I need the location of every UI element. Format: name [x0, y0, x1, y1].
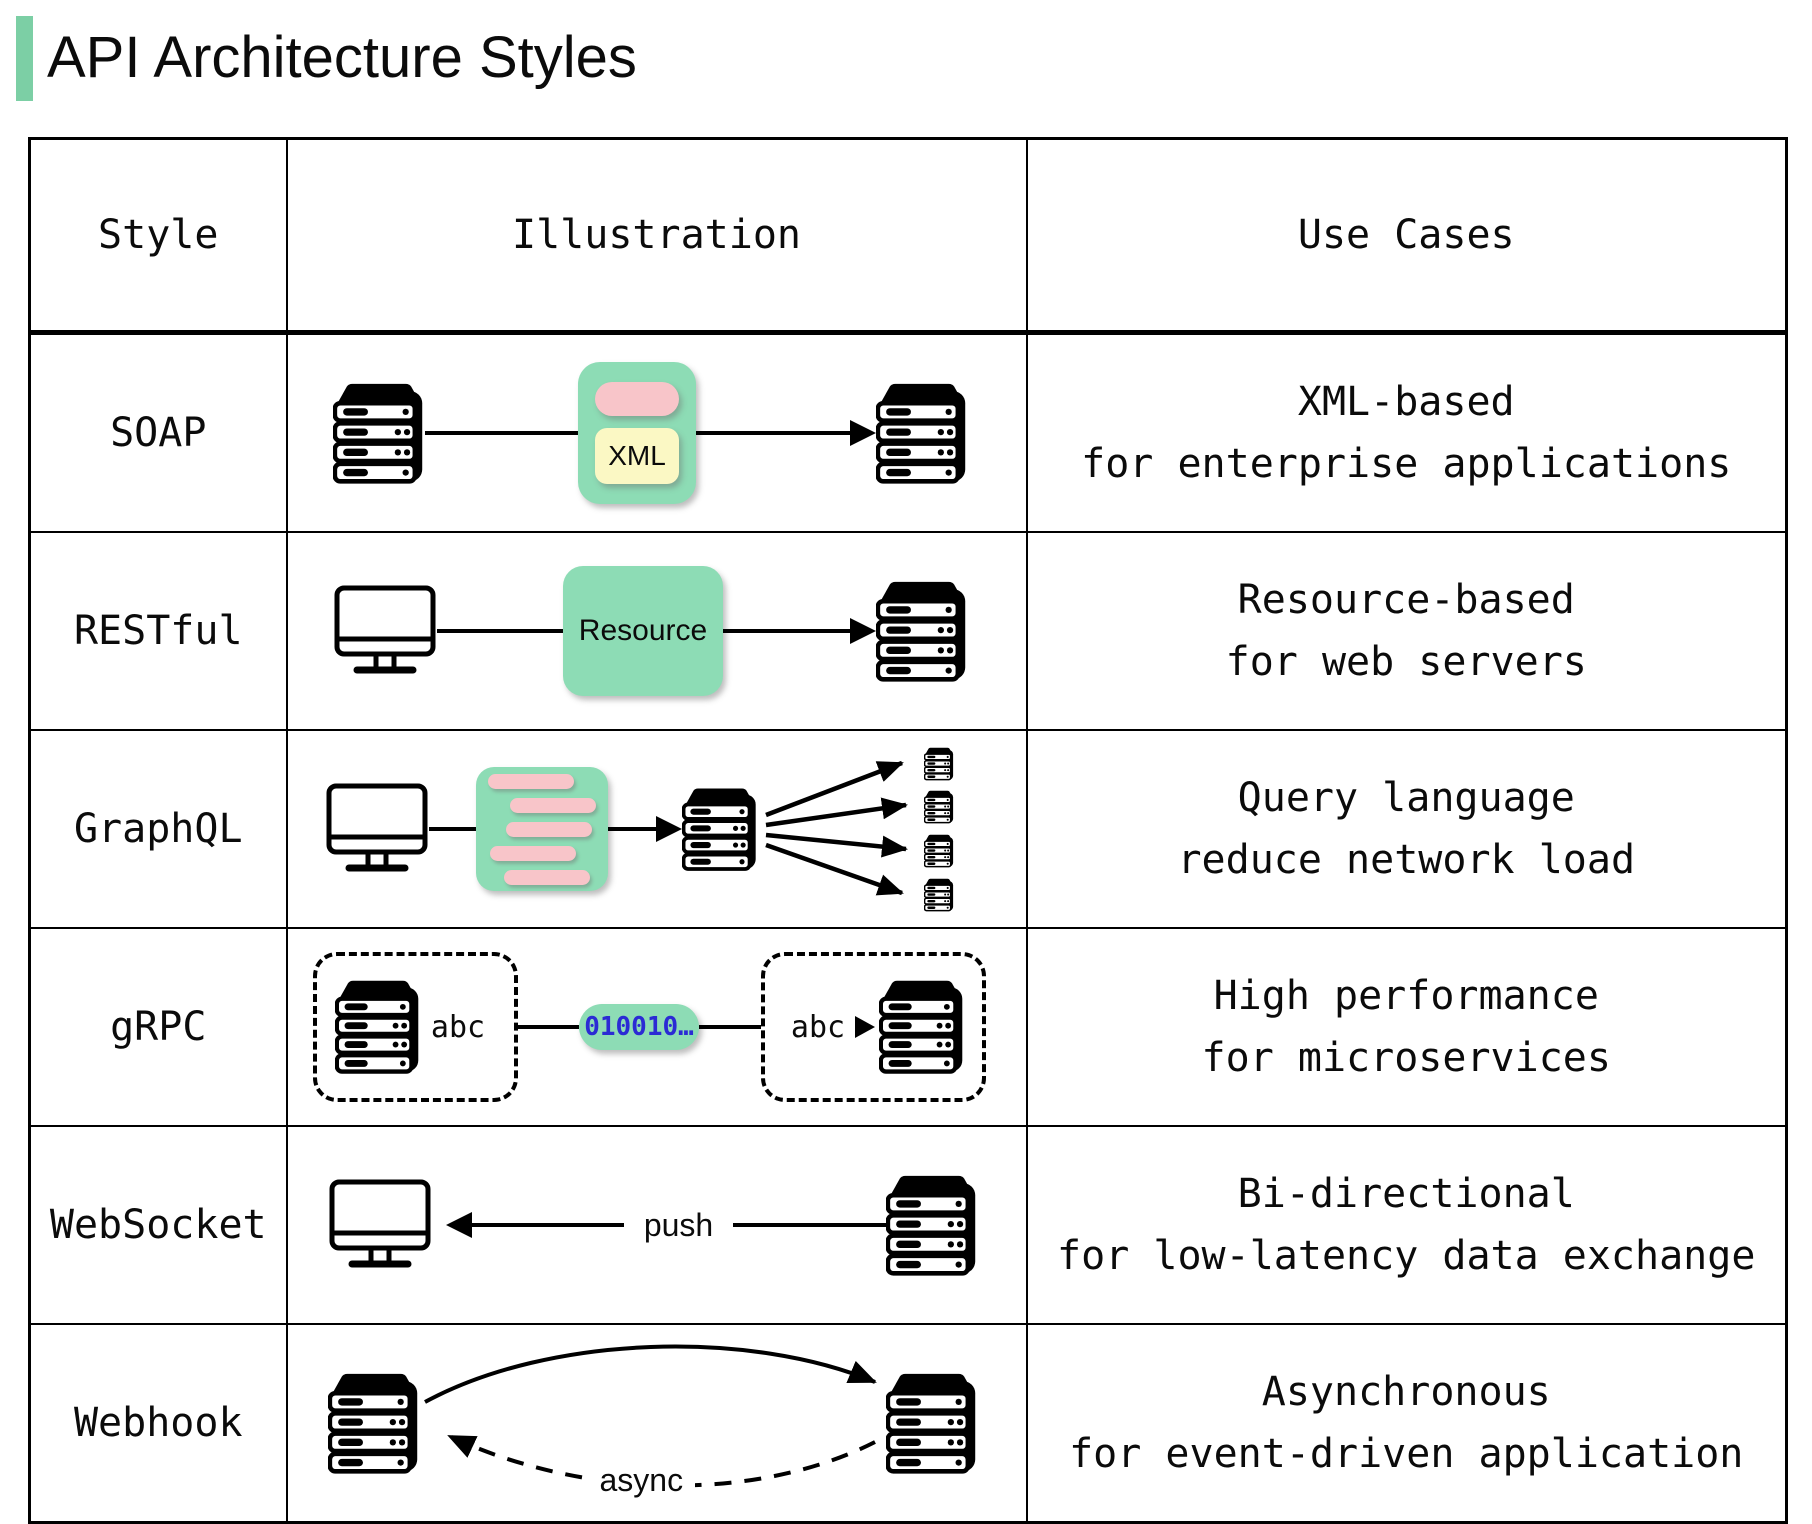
use-case-text: reduce network load	[1177, 837, 1636, 883]
plaintext-label: abc	[790, 1009, 846, 1045]
header-row: Style Illustration Use Cases	[28, 137, 1788, 335]
table-row-webhook: Webhook async	[28, 1323, 1788, 1524]
use-case-text: for low-latency data exchange	[1057, 1233, 1756, 1279]
column-header-style: Style	[28, 137, 288, 335]
request-curve	[423, 1344, 877, 1404]
server-icon	[335, 979, 421, 1075]
style-label-graphql: GraphQL	[28, 729, 288, 929]
use-case-text: High performance	[1213, 973, 1599, 1019]
use-case-text: Resource-based	[1237, 577, 1575, 623]
use-case-text: Asynchronous	[1261, 1369, 1551, 1415]
page-header: API Architecture Styles	[0, 0, 1812, 120]
use-case-cell-websocket: Bi-directional for low-latency data exch…	[1025, 1125, 1788, 1325]
server-icon	[333, 382, 425, 485]
server-small-icon	[923, 834, 954, 868]
monitor-icon	[333, 584, 437, 678]
plaintext-label: abc	[430, 1009, 486, 1045]
arrow-right-icon	[655, 816, 682, 842]
binary-message-pill: 010010…	[579, 1004, 699, 1050]
fan-out-arrows	[764, 747, 954, 912]
use-case-cell-restful: Resource-based for web servers	[1025, 531, 1788, 731]
use-case-text: XML-based	[1297, 379, 1515, 425]
use-case-cell-graphql: Query language reduce network load	[1025, 729, 1788, 929]
api-styles-table: Style Illustration Use Cases SOAP XML	[28, 137, 1788, 1524]
server-icon	[886, 1372, 978, 1475]
server-icon	[682, 787, 758, 872]
table-row-grpc: gRPC abc 010010… abc	[28, 927, 1788, 1127]
query-line-pill	[506, 821, 592, 837]
resource-box: Resource	[563, 566, 723, 696]
use-case-cell-grpc: High performance for microservices	[1025, 927, 1788, 1127]
server-small-icon	[923, 878, 954, 912]
style-label-soap: SOAP	[28, 331, 288, 533]
illustration-cell-restful: Resource	[285, 531, 1028, 731]
webhook-curved-arrows	[423, 1344, 877, 1488]
arrow-left-icon	[445, 1212, 472, 1238]
query-line-pill	[510, 797, 596, 813]
use-case-cell-webhook: Asynchronous for event-driven applicatio…	[1025, 1323, 1788, 1524]
soap-header-pill	[595, 382, 679, 416]
server-small-icon	[923, 747, 954, 781]
arrow-right-icon	[855, 1016, 876, 1038]
server-icon	[886, 1174, 978, 1277]
connector-line	[733, 1223, 886, 1227]
table-row-websocket: WebSocket push Bi-directional for low-la…	[28, 1125, 1788, 1325]
title-accent-bar	[16, 16, 33, 101]
query-document-box	[476, 767, 608, 891]
illustration-cell-soap: XML	[285, 331, 1028, 533]
soap-message-box: XML	[578, 362, 696, 504]
server-icon	[879, 979, 965, 1075]
monitor-icon	[328, 1178, 432, 1272]
server-icon	[876, 382, 968, 485]
style-label-websocket: WebSocket	[28, 1125, 288, 1325]
column-header-use-cases: Use Cases	[1025, 137, 1788, 335]
illustration-cell-graphql	[285, 729, 1028, 929]
connector-line	[424, 431, 578, 435]
connector-line	[723, 629, 850, 633]
connector-line	[428, 827, 476, 831]
illustration-cell-websocket: push	[285, 1125, 1028, 1325]
use-case-text: for enterprise applications	[1081, 441, 1732, 487]
async-label: async	[587, 1462, 696, 1499]
illustration-cell-grpc: abc 010010… abc	[285, 927, 1028, 1127]
style-label-restful: RESTful	[28, 531, 288, 731]
server-icon	[328, 1372, 420, 1475]
connector-line	[471, 1223, 624, 1227]
arrow-right-icon	[849, 618, 876, 644]
use-case-text: for web servers	[1225, 639, 1587, 685]
column-header-illustration: Illustration	[285, 137, 1028, 335]
query-line-pill	[490, 845, 576, 861]
table-row-soap: SOAP XML XML-based for enterprise applic…	[28, 331, 1788, 533]
query-line-pill	[488, 773, 574, 789]
illustration-cell-webhook: async	[285, 1323, 1028, 1524]
server-small-icon	[923, 790, 954, 824]
use-case-cell-soap: XML-based for enterprise applications	[1025, 331, 1788, 533]
page-title: API Architecture Styles	[47, 25, 637, 90]
use-case-text: Query language	[1237, 775, 1575, 821]
async-callback-curve	[446, 1434, 876, 1488]
server-icon	[876, 580, 968, 683]
connector-line	[696, 431, 850, 435]
monitor-icon	[325, 782, 429, 876]
push-label: push	[643, 1206, 714, 1243]
table-row-graphql: GraphQL	[28, 729, 1788, 929]
use-case-text: for microservices	[1201, 1035, 1611, 1081]
xml-body-box: XML	[595, 428, 679, 484]
grpc-server-boundary: abc	[760, 952, 986, 1102]
connector-line	[699, 1025, 761, 1029]
connector-line	[517, 1025, 579, 1029]
use-case-text: for event-driven application	[1069, 1431, 1744, 1477]
query-line-pill	[504, 869, 590, 885]
use-case-text: Bi-directional	[1237, 1171, 1575, 1217]
table-row-restful: RESTful Resource Resource-based for web …	[28, 531, 1788, 731]
connector-line	[608, 827, 656, 831]
connector-line	[436, 629, 563, 633]
style-label-grpc: gRPC	[28, 927, 288, 1127]
grpc-client-boundary: abc	[312, 952, 518, 1102]
style-label-webhook: Webhook	[28, 1323, 288, 1524]
arrow-right-icon	[849, 420, 876, 446]
